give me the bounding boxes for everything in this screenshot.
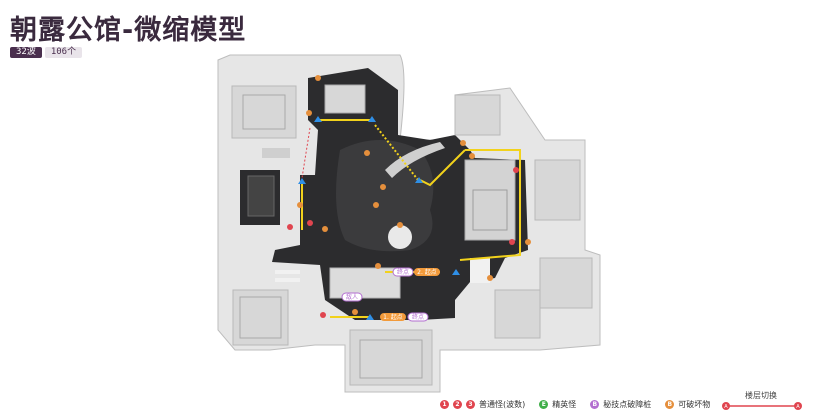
legend-elite-dot: E bbox=[539, 400, 549, 409]
destructible-marker bbox=[525, 239, 531, 245]
end1-label: 终点 bbox=[412, 313, 424, 321]
legend-wave-dot-1: 1 bbox=[440, 400, 449, 409]
destructible-marker bbox=[364, 150, 370, 156]
map-floor bbox=[272, 68, 528, 320]
route-right bbox=[459, 149, 521, 261]
wave-tags: 32波 106个 bbox=[10, 47, 83, 58]
floor-switch-indicator[interactable]: A A bbox=[720, 392, 804, 412]
destructible-marker bbox=[397, 222, 403, 228]
destructible-marker bbox=[487, 275, 493, 281]
player-marker bbox=[368, 116, 376, 122]
destructible-marker bbox=[306, 110, 312, 116]
destructible-marker bbox=[297, 202, 303, 208]
route-right-inner bbox=[419, 149, 466, 187]
enemy-label: 敌人 bbox=[346, 293, 358, 301]
player-marker bbox=[452, 269, 460, 275]
legend-wave-dot-3: 3 bbox=[466, 400, 475, 409]
enemy-marker bbox=[287, 224, 293, 230]
enemy-count-tag: 106个 bbox=[44, 47, 83, 58]
player-marker bbox=[298, 178, 306, 184]
legend-elite-label: 精英怪 bbox=[552, 400, 577, 409]
destructible-marker bbox=[380, 184, 386, 190]
destructible-marker bbox=[375, 263, 381, 269]
player-marker bbox=[415, 177, 423, 183]
map-title: 朝露公馆-微缩模型 bbox=[10, 15, 247, 46]
player-markers[interactable] bbox=[298, 116, 460, 320]
legend-wave-dot-2: 2 bbox=[453, 400, 462, 409]
enemy-marker bbox=[509, 239, 515, 245]
start1-label: 1. 起点 bbox=[383, 313, 403, 321]
destructible-marker bbox=[352, 309, 358, 315]
destructible-marker bbox=[322, 226, 328, 232]
enemy-marker bbox=[320, 312, 326, 318]
enemy-marker bbox=[513, 167, 519, 173]
legend-technique-dot: B bbox=[590, 400, 600, 409]
legend-destructible-dot: B bbox=[665, 400, 675, 409]
player-marker bbox=[366, 314, 374, 320]
destructible-marker bbox=[373, 202, 379, 208]
legend-destructible-label: 可破坏物 bbox=[678, 400, 711, 409]
route-red-dotted bbox=[301, 127, 311, 179]
floor-a-label: A bbox=[724, 404, 728, 410]
player-marker bbox=[314, 116, 322, 122]
legend-technique-label: 秘技点破障桩 bbox=[603, 400, 652, 409]
destructible-marker bbox=[315, 75, 321, 81]
floor-b-label: A bbox=[796, 404, 800, 410]
map-legend: 1 2 3 普通怪(波数) E 精英怪 B 秘技点破障桩 B 可破坏物 bbox=[440, 399, 710, 410]
enemy-marker bbox=[307, 220, 313, 226]
end2-label: 终点 bbox=[397, 268, 409, 276]
legend-normal-enemy-label: 普通怪(波数) bbox=[479, 400, 526, 409]
wave-count-tag: 32波 bbox=[10, 47, 42, 58]
destructible-marker bbox=[460, 140, 466, 146]
destructible-marker bbox=[469, 153, 475, 159]
map-buildings bbox=[231, 84, 593, 386]
enemy-markers[interactable] bbox=[287, 167, 519, 318]
start2-label: 2. 起点 bbox=[417, 268, 437, 276]
route-label-badges: 终点 2. 起点 1. 起点 终点 敌人 bbox=[341, 267, 440, 322]
floor-switch-label: 楼层切换 bbox=[745, 391, 777, 400]
destructible-markers[interactable] bbox=[297, 75, 531, 315]
